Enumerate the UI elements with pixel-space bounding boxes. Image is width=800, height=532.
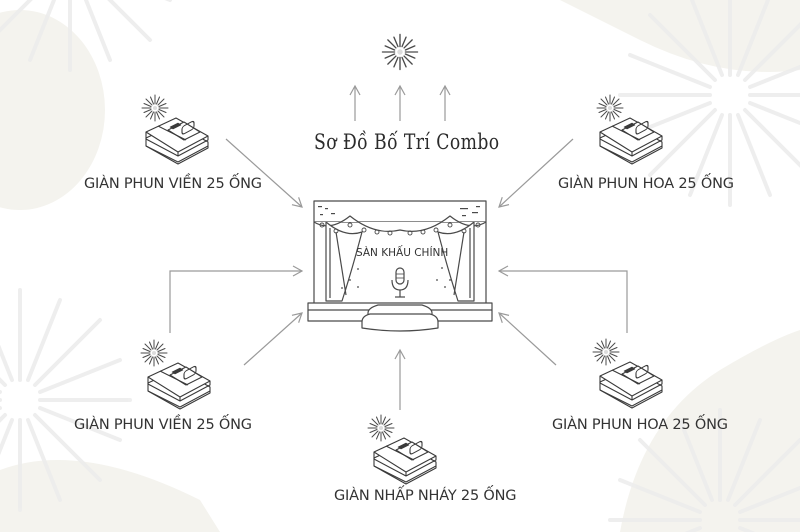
node-label-bottom: GIÀN NHẤP NHÁY 25 ỐNG [334, 488, 517, 504]
node-label-top-left: GIÀN PHUN VIỀN 25 ỐNG [84, 176, 262, 192]
stage-label: SÀN KHẤU CHÍNH [356, 247, 449, 259]
node-top-left-icons [141, 94, 209, 165]
node-label-mid-right: GIÀN PHUN HOA 25 ỐNG [552, 417, 728, 433]
node-label-mid-left: GIÀN PHUN VIỀN 25 ỐNG [74, 417, 252, 433]
node-top-right-icons [596, 94, 663, 165]
node-mid-right-icons [592, 338, 663, 409]
top-burst-icon [381, 33, 419, 71]
node-label-top-right: GIÀN PHUN HOA 25 ỐNG [558, 176, 734, 192]
node-mid-left-icons [140, 339, 211, 410]
main-stage-icon [307, 200, 493, 332]
diagram-title: Sơ Đồ Bố Trí Combo [314, 130, 500, 154]
connector-arrows [169, 138, 628, 410]
node-bottom-icons [367, 414, 437, 485]
top-arrows [349, 84, 451, 121]
